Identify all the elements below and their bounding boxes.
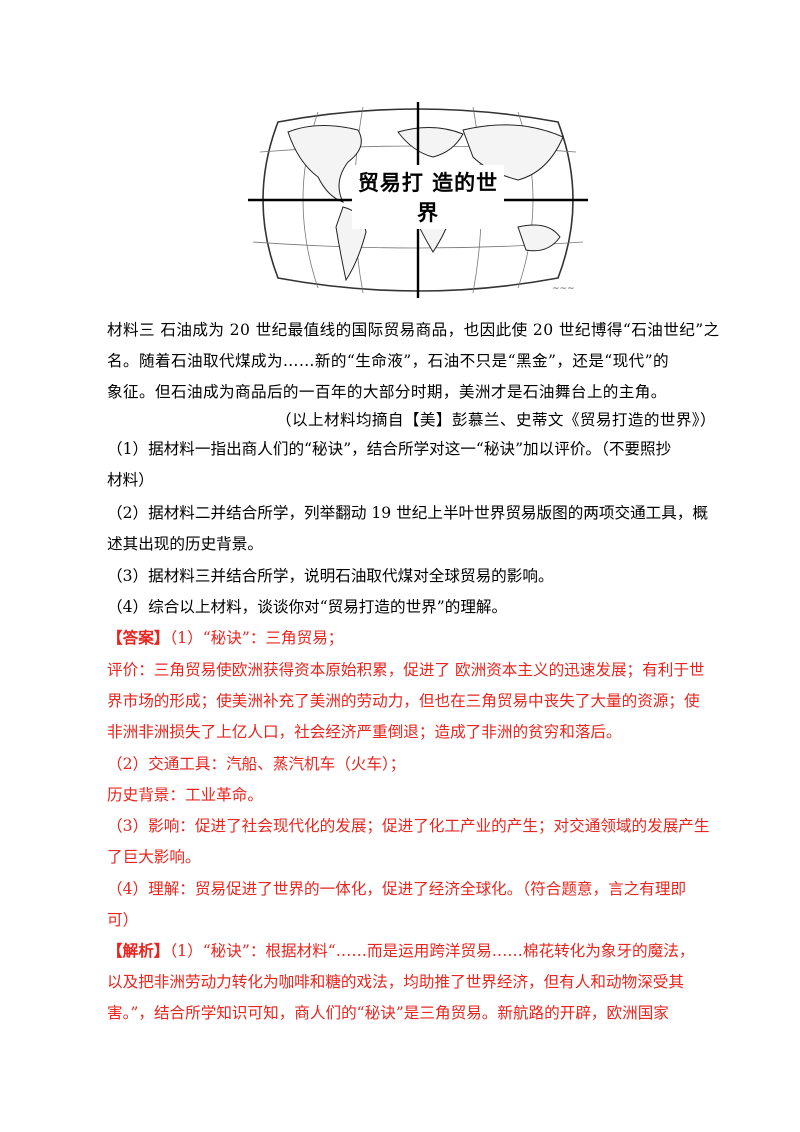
answer-text: （1）“秘诀”：三角贸易； [169, 629, 344, 647]
answer-line-3: 界市场的形成；使美洲补充了美洲的劳动力，但也在三角贸易中丧失了大量的资源；使 [107, 692, 700, 710]
answer-tag: 【答案】 [107, 628, 170, 647]
material-source: （以上材料均摘自【美】彭慕兰、史蒂文《贸易打造的世界》） [275, 411, 716, 429]
answer-line-5: （2）交通工具：汽船、蒸汽机车（火车）； [107, 755, 406, 773]
material3-line-3: 象征。但石油成为商品后的一百年的大部分时期，美洲才是石油舞台上的主角。 [107, 383, 667, 401]
answer-line-7: （3）影响：促进了社会现代化的发展；促进了化工产业的产生；对交通领域的发展产生 [107, 817, 710, 835]
analysis-line-1: 【解析】（1）“秘诀”：根据材料“……而是运用跨洋贸易……棉花转化为象牙的魔法， [107, 941, 694, 961]
question-4: （4）综合以上材料，谈谈你对“贸易打造的世界”的理解。 [107, 598, 508, 616]
question-2-line-2: 述其出现的历史背景。 [107, 535, 263, 553]
answer-line-9: （4）理解：贸易促进了世界的一体化，促进了经济全球化。（符合题意，言之有理即 [107, 880, 687, 898]
answer-line-10: 可） [107, 911, 139, 929]
answer-line-6: 历史背景：工业革命。 [107, 786, 263, 804]
answer-line-8: 了巨大影响。 [107, 848, 201, 866]
analysis-line-3: 害。”，结合所学知识可知，商人们的“秘诀”是三角贸易。新航路的开辟，欧洲国家 [107, 1004, 669, 1022]
material3-line-2: 名。随着石油取代煤成为……新的“生命液”，石油不只是“黑金”，还是“现代”的 [107, 352, 670, 370]
question-3: （3）据材料三并结合所学，说明石油取代煤对全球贸易的影响。 [107, 567, 554, 585]
analysis-line-2: 以及把非洲劳动力转化为咖啡和糖的戏法，均助推了世界经济，但有人和动物深受其 [107, 973, 684, 991]
answer-line-4: 非洲非洲损失了上亿人口，社会经济严重倒退；造成了非洲的贫穷和落后。 [107, 723, 622, 741]
map-title: 贸易打 造的世界 [352, 165, 504, 229]
analysis-text: （1）“秘诀”：根据材料“……而是运用跨洋贸易……棉花转化为象牙的魔法， [169, 942, 695, 960]
question-1-line-2: 材料） [107, 471, 154, 489]
answer-line-2: 评价：三角贸易使欧洲获得资本原始积累，促进了 欧洲资本主义的迅速发展；有利于世 [107, 661, 705, 679]
analysis-tag: 【解析】 [107, 941, 170, 960]
answer-line-1: 【答案】（1）“秘诀”：三角贸易； [107, 628, 343, 648]
question-2-line-1: （2）据材料二并结合所学，列举翻动 19 世纪上半叶世界贸易版图的两项交通工具，… [107, 504, 709, 522]
material3-line-1: 材料三 石油成为 20 世纪最值线的国际贸易商品，也因此使 20 世纪博得“石油… [107, 321, 720, 339]
question-1-line-1: （1）据材料一指出商人们的“秘诀”，结合所学对这一“秘诀”加以评价。（不要照抄 [107, 440, 672, 458]
map-watermark: ~~~ [552, 284, 575, 294]
